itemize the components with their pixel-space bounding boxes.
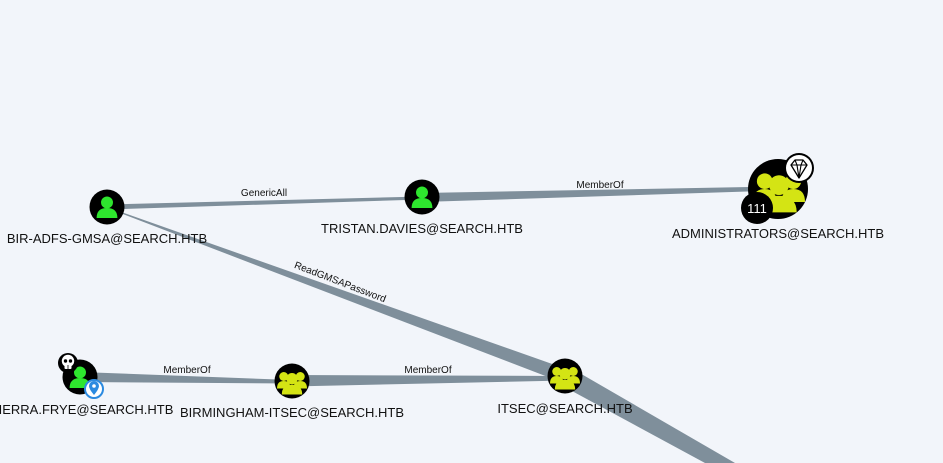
node-birmingham-itsec[interactable]: BIRMINGHAM-ITSEC@SEARCH.HTB [180,363,404,421]
edge-memberof-birmingham-itsec[interactable] [292,375,565,387]
member-count: 111 [747,201,767,216]
edge-genericall[interactable] [107,196,422,210]
edge-memberof-sierra-birmingham[interactable] [80,372,292,384]
node-label: BIRMINGHAM-ITSEC@SEARCH.HTB [180,405,404,420]
node-itsec[interactable]: ITSEC@SEARCH.HTB [497,358,633,417]
node-label: BIR-ADFS-GMSA@SEARCH.HTB [7,231,207,246]
node-administrators[interactable]: 111 ADMINISTRATORS@SEARCH.HTB [672,153,884,241]
node-bir-adfs-gmsa[interactable]: BIR-ADFS-GMSA@SEARCH.HTB [7,189,207,247]
skull-icon [58,353,78,373]
edge-itsec-offscreen[interactable] [559,368,735,463]
edge-memberof-tristan-admins[interactable] [422,186,778,203]
edge-label-memberof-sierra-birmingham: MemberOf [163,365,210,376]
node-tristan-davies[interactable]: TRISTAN.DAVIES@SEARCH.HTB [321,179,523,237]
node-label: ADMINISTRATORS@SEARCH.HTB [672,226,884,241]
edge-label-memberof-tristan-admins: MemberOf [576,180,623,191]
member-count-badge: 111 [741,192,773,224]
edge-label-memberof-birmingham-itsec: MemberOf [404,365,451,376]
diamond-icon [784,153,814,183]
node-label: TRISTAN.DAVIES@SEARCH.HTB [321,221,523,236]
edge-labels: GenericAll MemberOf ReadGMSAPassword Mem… [163,180,623,376]
location-pin-icon [84,379,104,399]
edges-layer [80,186,778,463]
node-label: IERRA.FRYE@SEARCH.HTB [0,402,173,417]
node-sierra-frye[interactable]: IERRA.FRYE@SEARCH.HTB [0,353,173,417]
edge-readgmsapassword[interactable] [107,207,565,384]
edge-label-genericall: GenericAll [241,188,287,199]
node-label: ITSEC@SEARCH.HTB [497,401,632,416]
